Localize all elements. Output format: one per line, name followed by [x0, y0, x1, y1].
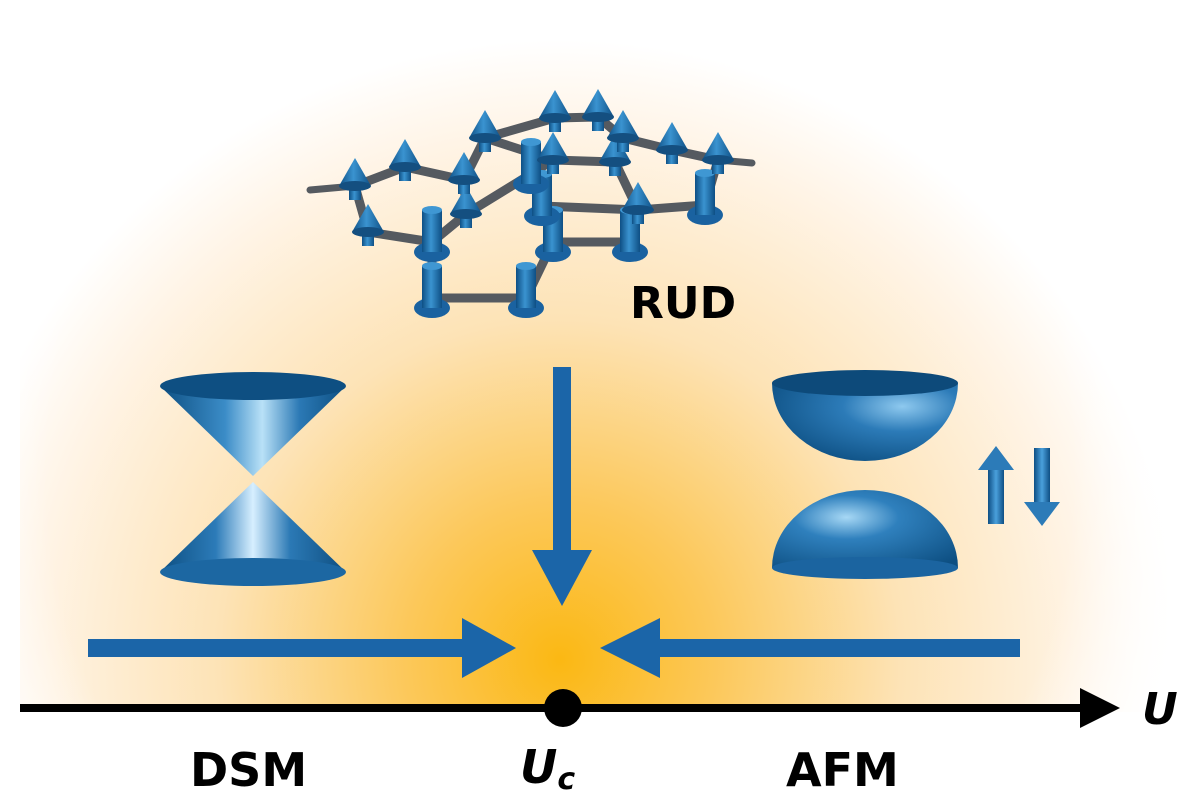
spin-up-icon	[539, 90, 571, 132]
critical-point	[544, 689, 582, 727]
honeycomb-spin-lattice-icon	[306, 89, 756, 318]
dirac-cone-icon	[160, 372, 346, 586]
spin-up-icon	[339, 158, 371, 200]
spin-up-icon	[537, 132, 569, 174]
spin-down-icon	[513, 138, 549, 194]
axis-label: U	[1142, 684, 1178, 735]
background-fade	[20, 22, 1167, 712]
spin-up-icon	[352, 204, 384, 246]
spin-up-icon	[702, 132, 734, 174]
spin-down-icon	[414, 206, 450, 262]
left-flow-arrow	[600, 618, 1020, 678]
spin-up-icon	[469, 110, 501, 152]
afm-label: AFM	[786, 743, 899, 797]
dsm-label: DSM	[190, 743, 307, 797]
spin-up-icon	[389, 139, 421, 181]
down-flow-arrow	[532, 367, 592, 606]
spin-down-icon	[508, 262, 544, 318]
rud-label: RUD	[630, 278, 736, 329]
spin-up-icon	[582, 89, 614, 131]
spin-down-arrow-icon	[1024, 448, 1060, 526]
spin-up-icon	[622, 182, 654, 224]
gapped-band-icon	[772, 370, 958, 579]
critical-label: Uc	[520, 740, 575, 797]
spin-down-icon	[687, 169, 723, 225]
spin-up-icon	[656, 122, 688, 164]
spin-up-arrow-icon	[978, 446, 1014, 524]
spin-up-icon	[450, 186, 482, 228]
right-flow-arrow	[88, 618, 516, 678]
spin-down-icon	[414, 262, 450, 318]
spin-up-icon	[599, 134, 631, 176]
spin-up-icon	[448, 152, 480, 194]
u-axis	[20, 688, 1120, 728]
spin-up-icon	[607, 110, 639, 152]
